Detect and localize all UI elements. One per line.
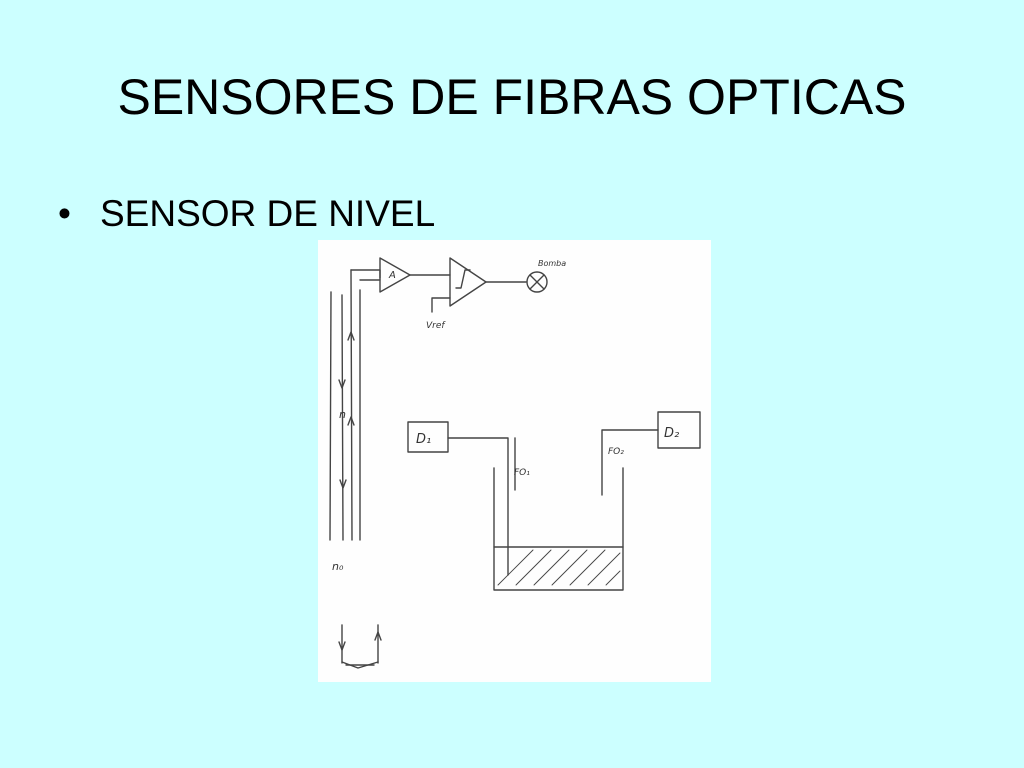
n0-label: n₀: [332, 560, 344, 573]
pump-label: Bomba: [538, 259, 566, 268]
fiber2-label: FO₂: [608, 447, 624, 457]
liquid-hatching: [497, 549, 621, 586]
sketch-drawing: A Bomba Vref n n₀ D₁ D₂ FO₁ FO₂: [329, 257, 701, 669]
fiber2-line: [601, 429, 659, 496]
fiber-rod: [329, 269, 361, 541]
hysteresis-symbol: [455, 269, 471, 289]
level-sensor-sketch: A Bomba Vref n n₀ D₁ D₂ FO₁ FO₂: [318, 240, 711, 682]
bullet-item: • SENSOR DE NIVEL: [58, 188, 435, 240]
detector2-label: D₂: [664, 426, 679, 441]
fiber1-line: [447, 437, 509, 576]
bullet-marker: •: [58, 193, 71, 234]
bottom-prism: [338, 624, 382, 669]
vref-label: Vref: [426, 321, 446, 331]
comparator-triangle: [449, 257, 487, 307]
detector1-label: D₁: [416, 432, 431, 447]
pump-lamp: [526, 271, 548, 293]
fiber1-label: FO₁: [514, 468, 530, 478]
amplifier-label: A: [388, 270, 396, 281]
tank: [493, 467, 624, 591]
vref-line: [431, 297, 451, 313]
amplifier-triangle: [379, 257, 411, 293]
fiber-top-connector: [350, 269, 381, 279]
bullet-text: SENSOR DE NIVEL: [100, 193, 436, 234]
detector1-box: [407, 421, 449, 453]
slide-title: SENSORES DE FIBRAS OPTICAS: [117, 69, 907, 125]
n-label: n: [339, 408, 346, 421]
